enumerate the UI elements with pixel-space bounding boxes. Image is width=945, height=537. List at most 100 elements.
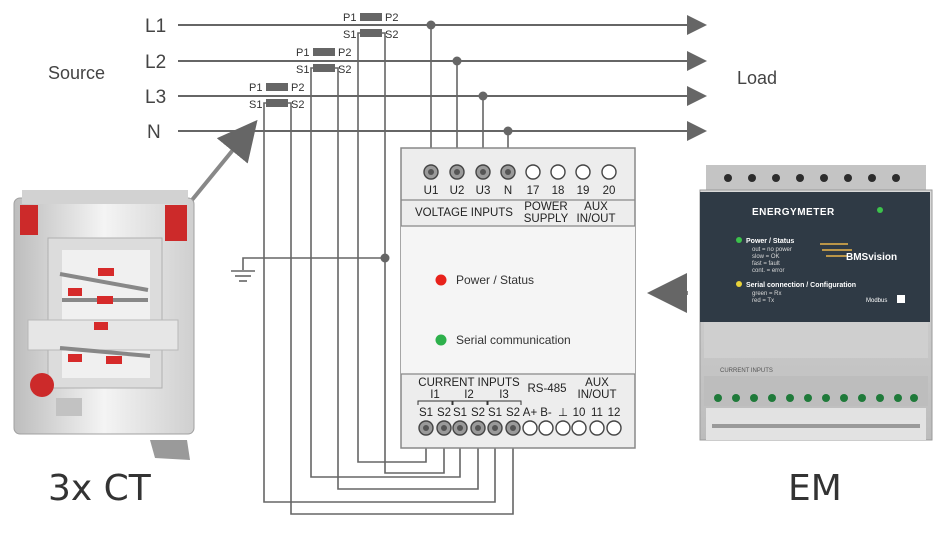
terminal-screw [510,425,516,431]
bottom-terminal [571,420,587,436]
current-group-label: I1 [430,389,440,401]
bottom-terminal-label: ⊥ [558,407,568,419]
line-label-l1: L1 [145,16,166,37]
bottom-terminal-label: 12 [608,407,621,419]
power-status-led [435,274,447,286]
bottom-terminal [555,420,571,436]
serial-label: Serial communication [456,333,571,347]
top-terminal-label: 20 [603,185,616,197]
wiring [242,25,514,515]
current-group-label: I2 [464,389,474,401]
bottom-terminal [522,420,538,436]
top-terminals [423,164,617,180]
ct-symbol-l2: P1 P2 S1 S2 [296,47,351,76]
load-label: Load [737,68,777,88]
source-label: Source [48,63,105,83]
svg-text:slow = OK: slow = OK [752,254,780,260]
svg-text:P1: P1 [249,82,262,94]
svg-text:P2: P2 [385,12,398,24]
terminal-screw [423,425,429,431]
bottom-terminal-label: S2 [437,407,451,419]
top-terminal-label: N [504,185,512,197]
svg-text:S1: S1 [343,29,356,41]
bottom-terminal-label: S2 [471,407,485,419]
rs485-label: RS-485 [528,383,567,395]
ct-caption: 3x CT [48,468,152,509]
top-terminal-label: 17 [527,185,540,197]
ct-symbol-l3: P1 P2 S1 S2 [249,82,304,111]
svg-text:P2: P2 [338,47,351,59]
current-group-label: I3 [499,389,509,401]
terminal-screw [457,425,463,431]
top-terminal [575,164,591,180]
bottom-terminal-label: 10 [573,407,586,419]
bottom-terminal [606,420,622,436]
junction-dots [380,20,513,263]
svg-text:P1: P1 [296,47,309,59]
aux-bottom-label: IN/OUT [578,389,617,401]
supply-lines [178,15,707,141]
terminal-screw [492,425,498,431]
bottom-terminal [538,420,554,436]
bottom-terminal-label: A+ [523,407,538,419]
top-terminal [550,164,566,180]
bottom-terminal-label: S1 [488,407,502,419]
current-inputs-label: CURRENT INPUTS [418,377,520,389]
device-modbus: Modbus [866,298,887,304]
top-terminal [525,164,541,180]
terminal-screw [475,425,481,431]
terminal-screw [454,169,460,175]
svg-text:S2: S2 [338,64,351,76]
serial-led [435,334,447,346]
aux-top-label: AUX [584,201,608,213]
bottom-terminals [418,420,622,436]
line-label-l3: L3 [145,87,166,108]
svg-text:red = Tx: red = Tx [752,298,774,304]
device-logo: BMSvision [846,252,897,263]
svg-text:S2: S2 [385,29,398,41]
aux-bottom-label: AUX [585,377,609,389]
bottom-terminal-label: S2 [506,407,520,419]
bottom-terminal-label: S1 [419,407,433,419]
bottom-terminal-label: 11 [591,407,603,419]
svg-text:fast = fault: fast = fault [752,261,780,267]
aux-top-label: IN/OUT [577,213,616,225]
svg-text:P2: P2 [291,82,304,94]
top-terminal-label: 18 [552,185,565,197]
svg-text:cont. = error: cont. = error [752,268,785,274]
line-label-l2: L2 [145,52,166,73]
svg-text:P1: P1 [343,12,356,24]
ct-photo [13,190,195,460]
power-supply-label: POWER [524,201,567,213]
em-terminal-block: U1 U2 U3 N 17 18 19 20 VOLTAGE INPUTS PO… [400,147,636,449]
top-terminal-label: U3 [476,185,491,197]
top-terminal-label: U1 [424,185,439,197]
terminal-screw [428,169,434,175]
svg-text:S2: S2 [291,99,304,111]
ct-symbol-l1: P1 P2 S1 S2 [343,12,398,41]
ground-icon [231,270,255,282]
terminal-screw [441,425,447,431]
bottom-terminal-label: B- [540,407,552,419]
power-supply-label: SUPPLY [524,213,569,225]
ct-pointer-arrow [190,119,258,202]
top-terminal-label: 19 [577,185,590,197]
top-terminal [601,164,617,180]
svg-text:S1: S1 [296,64,309,76]
em-device-photo: ENERGYMETER Power / Status out = no powe… [699,165,933,441]
voltage-inputs-label: VOLTAGE INPUTS [415,207,513,219]
line-label-n: N [147,122,161,143]
bottom-terminal [589,420,605,436]
bottom-terminal-label: S1 [453,407,467,419]
top-terminal-label: U2 [450,185,465,197]
terminal-screw [505,169,511,175]
svg-text:S1: S1 [249,99,262,111]
power-status-label: Power / Status [456,273,534,287]
device-power-title: Power / Status [746,238,794,245]
device-brand: ENERGYMETER [752,207,835,218]
terminal-screw [480,169,486,175]
device-serial-title: Serial connection / Configuration [746,282,856,289]
em-caption: EM [788,468,842,509]
svg-text:green = Rx: green = Rx [752,291,782,297]
